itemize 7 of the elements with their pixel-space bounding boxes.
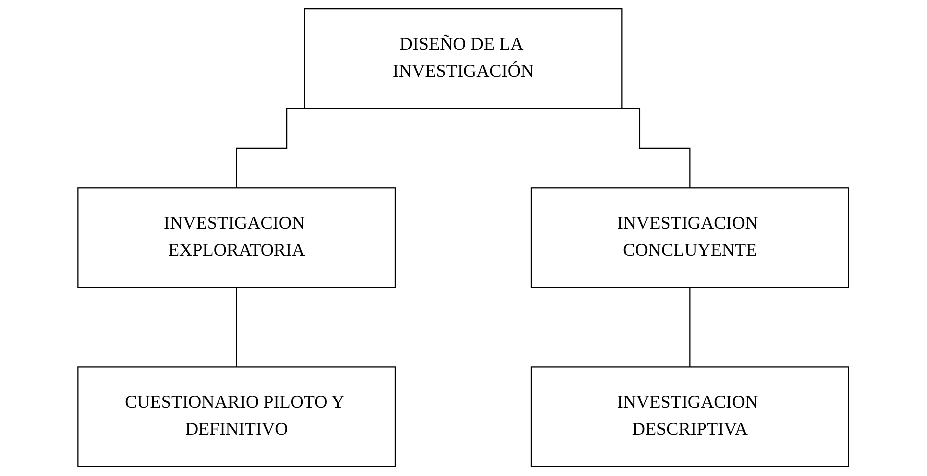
node-box: INVESTIGACION DESCRIPTIVA bbox=[530, 366, 850, 468]
connector bbox=[236, 287, 238, 368]
node-box: INVESTIGACION CONCLUYENTE bbox=[530, 188, 850, 288]
node-box: DISEÑO DE LA INVESTIGACIÓN bbox=[304, 8, 623, 110]
node-box: INVESTIGACION EXPLORATORIA bbox=[78, 188, 396, 288]
node-box: CUESTIONARIO PILOTO Y DEFINITIVO bbox=[78, 366, 396, 468]
connector bbox=[690, 287, 691, 368]
